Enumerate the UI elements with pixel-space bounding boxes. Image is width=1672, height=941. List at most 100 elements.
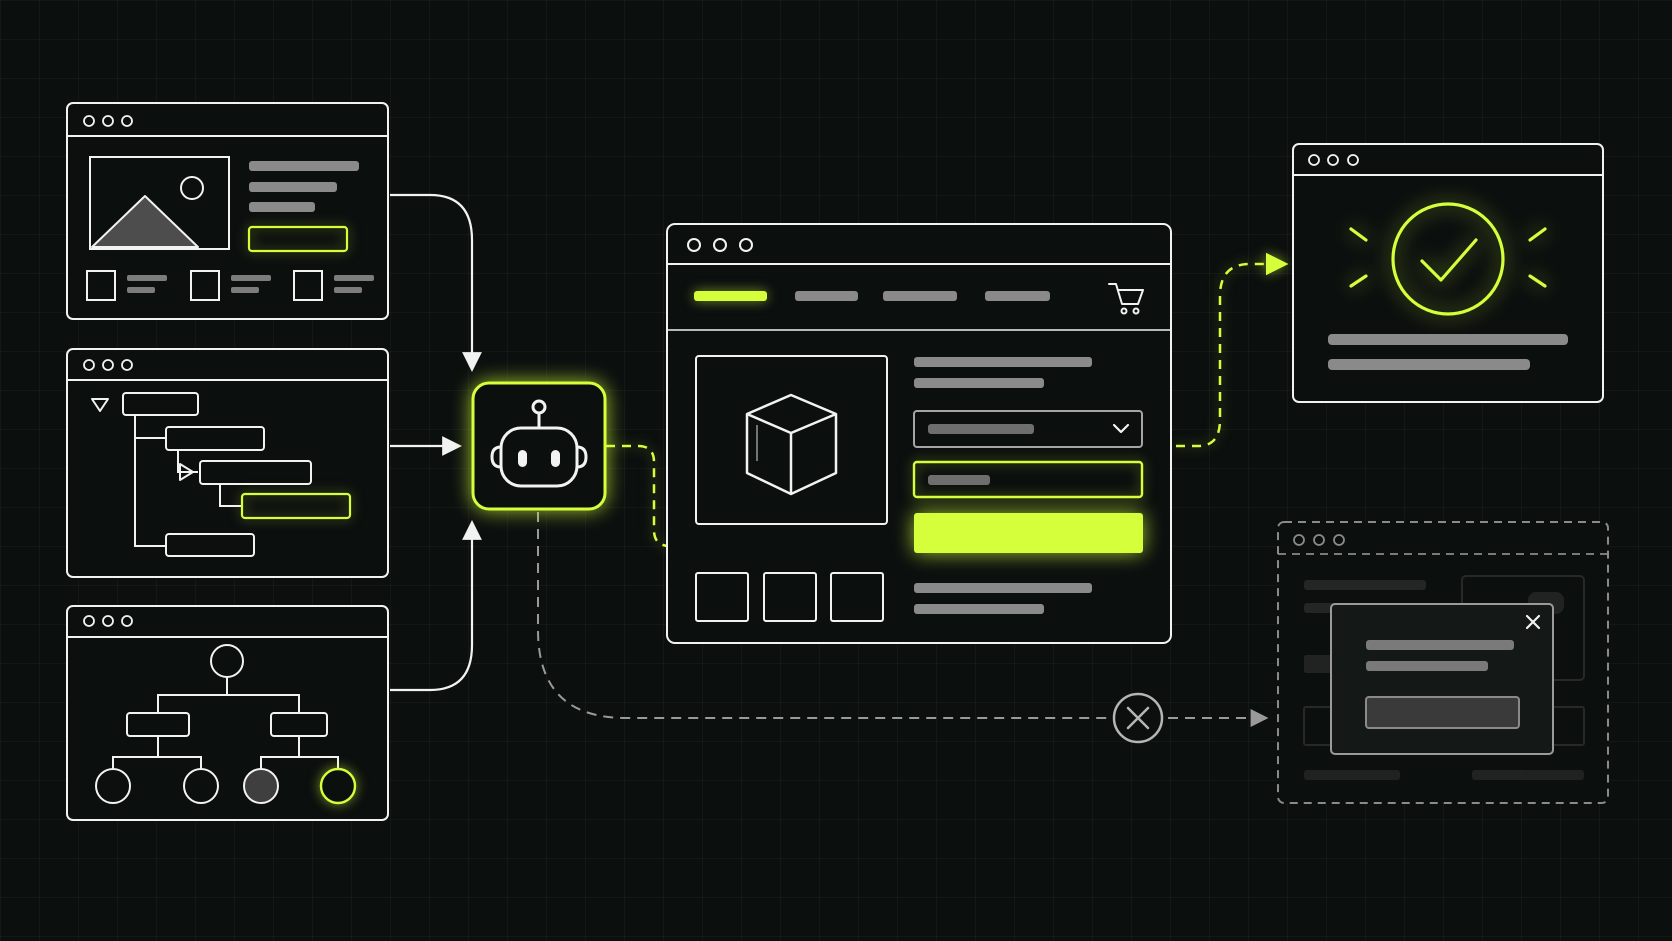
tree-node — [165, 533, 255, 557]
input-window-hierarchy — [66, 605, 389, 821]
window-controls — [83, 615, 133, 627]
cube-icon — [745, 393, 838, 496]
quantity-input-focused — [912, 460, 1144, 499]
window-dot — [687, 238, 701, 252]
edge-agent-to-dialog-blocked — [537, 512, 1265, 718]
window-controls — [1293, 534, 1345, 546]
window-frame — [66, 348, 389, 578]
tree-node-highlighted — [240, 492, 352, 520]
window-dot — [102, 115, 114, 127]
modal-dialog — [1330, 603, 1554, 755]
dialog-message-placeholder — [1366, 661, 1488, 671]
tree-node — [122, 392, 199, 416]
window-controls — [83, 359, 133, 371]
text-placeholder — [127, 275, 167, 281]
dialog-message-placeholder — [1366, 640, 1514, 650]
window-dot — [83, 115, 95, 127]
product-image-frame — [695, 355, 888, 525]
connectors — [390, 193, 1289, 718]
tree-node — [165, 426, 265, 451]
hierarchy-leaf-node — [183, 768, 219, 804]
window-dot — [1313, 534, 1325, 546]
description-placeholder — [914, 604, 1044, 614]
x-circle-icon — [1112, 692, 1164, 744]
text-placeholder — [231, 275, 271, 281]
highlighted-button — [247, 225, 349, 253]
thumbnail-box — [763, 572, 817, 622]
variant-select — [913, 410, 1143, 448]
text-placeholder — [249, 161, 359, 171]
product-title-placeholder — [914, 357, 1092, 367]
success-message-placeholder — [1328, 334, 1568, 345]
window-dot — [121, 615, 133, 627]
window-controls — [687, 238, 753, 252]
description-placeholder — [914, 583, 1092, 593]
success-message-placeholder — [1328, 359, 1530, 370]
hierarchy-leaf-node — [95, 768, 131, 804]
thumbnail-box — [86, 270, 116, 301]
image-placeholder-icon — [89, 156, 230, 250]
input-value-placeholder — [928, 475, 990, 485]
text-placeholder — [249, 202, 315, 212]
hierarchy-connectors — [112, 677, 339, 771]
window-frame — [66, 605, 389, 821]
hierarchy-leaf-node — [243, 768, 279, 804]
chevron-down-icon — [1112, 423, 1130, 434]
window-dot — [121, 115, 133, 127]
window-dot — [1308, 154, 1320, 166]
robot-icon — [490, 399, 588, 488]
triangle-right-icon — [179, 463, 194, 481]
thumbnail-box — [190, 270, 220, 301]
window-dot — [83, 359, 95, 371]
edge-product-page-to-success — [1176, 252, 1289, 448]
window-dot — [102, 615, 114, 627]
input-window-image-layout — [66, 102, 389, 320]
nav-tab — [883, 291, 957, 301]
window-dot — [102, 359, 114, 371]
hierarchy-root-node — [210, 644, 244, 678]
text-placeholder — [231, 287, 259, 293]
window-controls — [83, 115, 133, 127]
window-dot — [121, 359, 133, 371]
window-dot — [713, 238, 727, 252]
text-placeholder — [334, 287, 362, 293]
window-dot — [1293, 534, 1305, 546]
agent-node — [471, 381, 607, 511]
text-placeholder — [249, 182, 337, 192]
dialog-action-button — [1365, 696, 1520, 729]
edge-image-layout-to-agent — [390, 193, 482, 372]
edge-hierarchy-to-agent — [390, 520, 482, 692]
window-frame — [666, 223, 1172, 644]
dialog-window-ghost — [1277, 521, 1609, 804]
product-subtitle-placeholder — [914, 378, 1044, 388]
shopping-cart-icon — [1108, 283, 1144, 315]
nav-tab — [985, 291, 1050, 301]
input-window-tree-list — [66, 348, 389, 578]
hierarchy-branch-node — [270, 712, 328, 737]
window-dot — [83, 615, 95, 627]
select-value-placeholder — [928, 424, 1034, 434]
text-placeholder — [334, 275, 374, 281]
thumbnail-box — [830, 572, 884, 622]
window-dot — [1347, 154, 1359, 166]
window-controls — [1308, 154, 1359, 166]
thumbnail-row — [86, 270, 374, 301]
thumbnail-box — [293, 270, 323, 301]
hierarchy-leaf-node-highlighted — [319, 767, 357, 805]
tree-node — [199, 460, 312, 485]
add-to-cart-button — [914, 513, 1143, 553]
nav-tab — [795, 291, 858, 301]
close-icon — [1525, 614, 1541, 630]
check-circle-icon — [1349, 202, 1547, 316]
triangle-down-icon — [91, 398, 109, 412]
nav-tab-active — [694, 291, 767, 301]
thumbnail-box — [695, 572, 749, 622]
window-dot — [739, 238, 753, 252]
edge-agent-to-product-page — [606, 444, 901, 558]
window-dot — [1333, 534, 1345, 546]
hierarchy-branch-node — [126, 712, 190, 737]
product-page-window — [666, 223, 1172, 644]
window-dot — [1327, 154, 1339, 166]
success-window — [1292, 143, 1604, 403]
